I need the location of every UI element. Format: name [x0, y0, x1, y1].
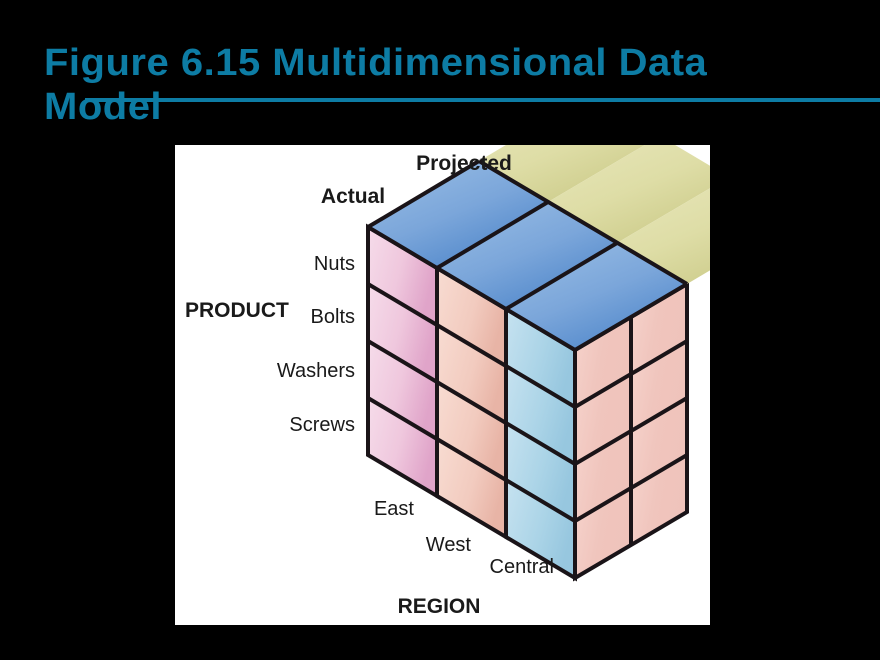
cube-right-face-actual [575, 317, 631, 578]
product-member-nuts: Nuts [314, 253, 355, 275]
figure-panel: Projected Actual PRODUCT Nuts Bolts Wash… [175, 145, 710, 625]
cube-top-face-outline [366, 159, 689, 352]
figure-labels: Projected Actual PRODUCT Nuts Bolts Wash… [185, 152, 554, 618]
cube-top-face-projected [479, 145, 710, 284]
data-cube-figure: Projected Actual PRODUCT Nuts Bolts Wash… [185, 145, 710, 618]
axis-title-region: REGION [398, 595, 481, 618]
cube-front-face-west [435, 264, 508, 541]
cube-group [366, 145, 710, 582]
cube-front-face-central [504, 305, 577, 582]
product-member-washers: Washers [277, 360, 355, 382]
title-underline-rule [85, 98, 880, 102]
cube-right-face-projected [631, 284, 687, 545]
title-line-2: Model [44, 86, 163, 128]
region-member-west: West [426, 534, 472, 556]
label-actual: Actual [321, 185, 385, 208]
slide-title: Figure 6.15 Multidimensional Data Model [44, 42, 844, 142]
title-line-1: Figure 6.15 Multidimensional Data [44, 42, 708, 84]
cube-left-face [366, 223, 439, 500]
product-member-bolts: Bolts [311, 306, 355, 328]
axis-title-product: PRODUCT [185, 299, 289, 322]
region-member-east: East [374, 498, 414, 520]
region-member-central: Central [490, 556, 554, 578]
label-projected: Projected [416, 152, 512, 175]
cube-top-face-actual [368, 161, 687, 350]
product-member-screws: Screws [289, 414, 355, 436]
